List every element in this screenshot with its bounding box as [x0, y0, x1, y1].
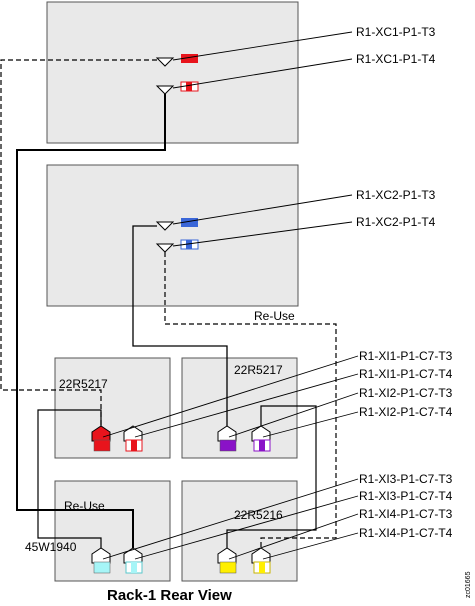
connector-xc1-t4 [155, 81, 199, 95]
reuse-label-upper: Re-Use [254, 309, 295, 323]
part-label-xi4: 22R5216 [234, 508, 283, 522]
cable-xi1-xi3 [37, 409, 102, 548]
label-xc2-t4: R1-XC2-P1-T4 [356, 215, 436, 229]
port-xi2-t3 [217, 425, 237, 452]
label-xc2-t3: R1-XC2-P1-T3 [356, 188, 436, 202]
port-xi4-t3 [217, 547, 237, 574]
leader-lines [102, 31, 359, 560]
label-xi1-t4: R1-XI1-P1-C7-T4 [359, 367, 453, 381]
part-label-xi2: 22R5217 [234, 363, 283, 377]
port-xi2-t4 [251, 425, 271, 452]
label-xi4-t3: R1-XI4-P1-C7-T3 [359, 507, 453, 521]
label-xi1-t3: R1-XI1-P1-C7-T3 [359, 349, 453, 363]
server-xi2 [181, 357, 298, 459]
diagram-caption: Rack-1 Rear View [107, 587, 232, 604]
server-xi1 [54, 357, 171, 459]
port-xi3-t3 [91, 547, 111, 574]
server-xc2 [46, 164, 299, 307]
port-xi4-t4 [251, 547, 271, 574]
figure-id: zc01665 [465, 571, 472, 598]
label-xi3-t3: R1-XI3-P1-C7-T3 [359, 472, 453, 486]
port-xi3-t4 [123, 547, 143, 574]
cable-xc2-t3-solid [132, 225, 228, 426]
label-xc1-t3: R1-XC1-P1-T3 [356, 25, 436, 39]
label-xi2-t3: R1-XI2-P1-C7-T3 [359, 386, 453, 400]
cable-xc2-t4-dashed [164, 252, 337, 548]
label-xc1-t4: R1-XC1-P1-T4 [356, 52, 436, 66]
connector-xc1-t3 [155, 54, 198, 67]
label-xi3-t4: R1-XI3-P1-C7-T4 [359, 489, 453, 503]
port-xi1-t3 [91, 425, 111, 452]
reuse-label-lower: Re-Use [64, 499, 105, 513]
label-xi4-t4: R1-XI4-P1-C7-T4 [359, 526, 453, 540]
server-xc1 [46, 1, 299, 144]
cable-xc1-t4-solid [16, 94, 166, 548]
part-label-xi3: 45W1940 [25, 540, 77, 554]
part-label-xi1: 22R5217 [59, 377, 108, 391]
port-xi1-t4 [123, 425, 143, 452]
connector-xc2-t3 [155, 218, 198, 231]
label-xi2-t4: R1-XI2-P1-C7-T4 [359, 405, 453, 419]
server-xi4 [181, 480, 298, 582]
server-xi3 [54, 480, 171, 582]
cable-xc1-t3-dashed [0, 59, 157, 426]
